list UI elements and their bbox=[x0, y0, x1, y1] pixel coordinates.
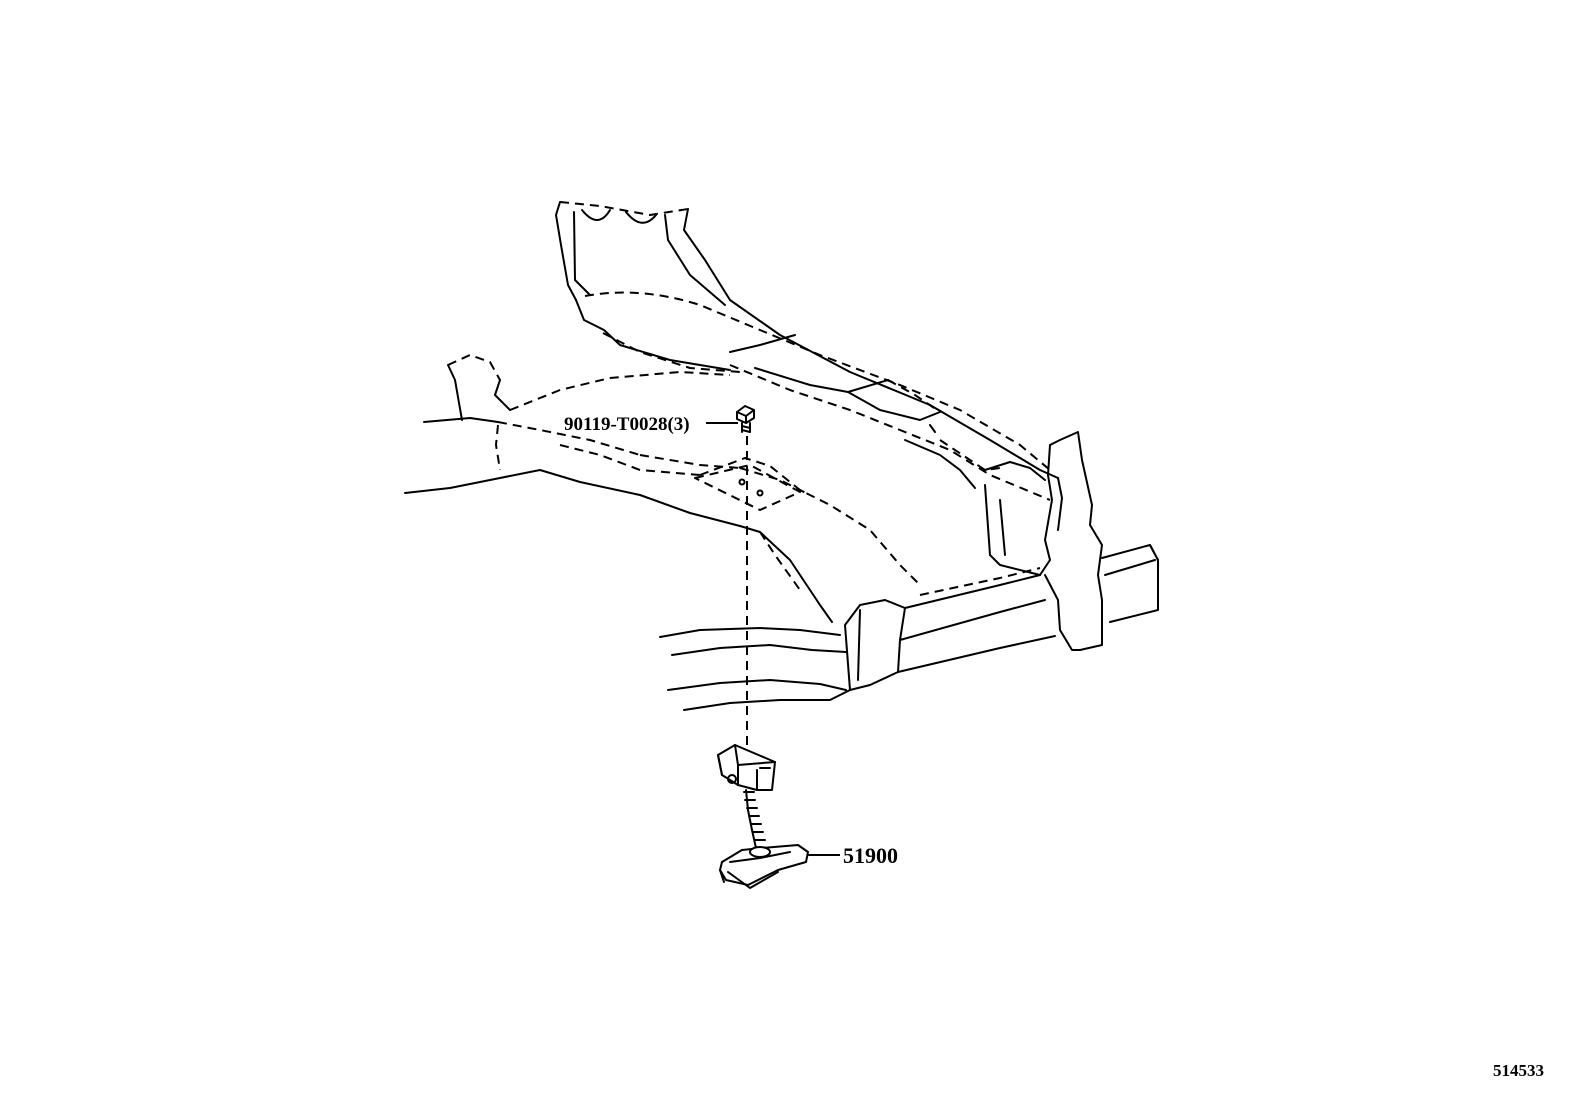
frame-side-rail bbox=[555, 201, 1059, 501]
callout-carrier-part-number: 51900 bbox=[843, 843, 898, 868]
callout-bolt-part-number: 90119-T0028(3) bbox=[564, 414, 690, 435]
frame-crossmember bbox=[404, 354, 921, 623]
spare-tire-carrier-part bbox=[717, 744, 809, 889]
figure-number: 514533 bbox=[1493, 1061, 1544, 1080]
bolt-part bbox=[736, 405, 755, 433]
frame-rear-bracket bbox=[984, 431, 1159, 651]
frame-lower-rail bbox=[659, 567, 1056, 711]
